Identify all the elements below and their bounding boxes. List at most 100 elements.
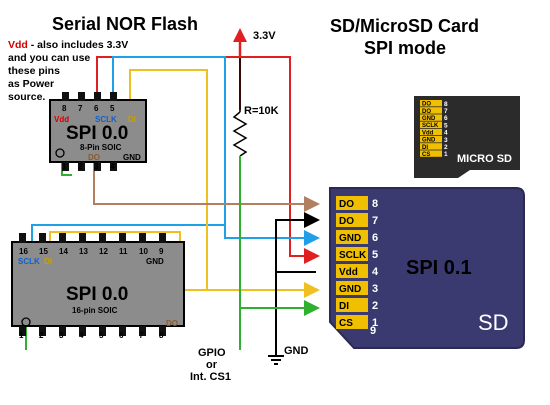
sd-pin-label: GND	[339, 233, 361, 244]
soic16-label-gnd: GND	[146, 257, 164, 266]
soic16-top-leg	[19, 233, 26, 243]
soic16-body	[11, 241, 185, 327]
soic16-bottom-leg	[119, 326, 126, 336]
soic16-subtitle: 16-pin SOIC	[72, 306, 118, 315]
note-line3: these pins	[8, 65, 60, 77]
microsd-pin-number: 8	[444, 101, 448, 108]
soic16-name: SPI 0.0	[66, 284, 128, 305]
soic16-top-leg	[159, 233, 166, 243]
soic16-bottom-leg	[79, 326, 86, 336]
soic16-bottom-pin-number: 4	[79, 331, 84, 340]
soic8-top-pin-number: 5	[110, 104, 115, 113]
soic16-bottom-pin-number: 1	[19, 331, 24, 340]
sclk-wire	[31, 56, 320, 246]
soic8-bottom-pin-number: 3	[94, 162, 99, 171]
soic8-top-leg	[110, 92, 117, 101]
svg-text:Vdd - also includes 3.3V: Vdd - also includes 3.3V	[8, 39, 128, 51]
soic16-bottom-pin-number: 5	[99, 331, 104, 340]
pullup-resistor: R=10K	[232, 58, 279, 157]
microsd-label: MICRO SD	[457, 153, 512, 165]
soic8-label-sclk: SCLK	[95, 115, 117, 124]
soic8-top-leg	[62, 92, 69, 101]
microsd-pin-label: CS	[422, 152, 430, 158]
soic16-bottom-pin-number: 6	[119, 331, 124, 340]
sd-pin-pad	[336, 264, 368, 278]
soic8-label-gnd: GND	[123, 153, 141, 162]
sd-card-title: SD/MicroSD Card	[330, 16, 479, 36]
soic16-top-pin-number: 16	[19, 247, 28, 256]
sd-pin-number: 8	[372, 198, 378, 210]
soic8-bottom-leg	[110, 162, 117, 171]
soic8-label-di: DI	[128, 115, 136, 124]
sd-pin-number: 2	[372, 300, 378, 312]
sd-pin-pad	[336, 230, 368, 244]
soic8-top-leg	[78, 92, 85, 101]
soic16-top-leg	[119, 233, 126, 243]
sd-pin-label: DO	[339, 216, 354, 227]
sd-pin-label: DI	[339, 301, 349, 312]
sd-pin-label: SCLK	[339, 250, 367, 261]
sd-logo: SD	[478, 310, 509, 335]
microsd-pin-number: 7	[444, 108, 448, 115]
sd-spi-name: SPI 0.1	[406, 257, 472, 279]
note-line5: source.	[8, 91, 45, 103]
microsd-pin-number: 2	[444, 144, 448, 151]
sd-body	[329, 187, 525, 349]
soic16-bottom-leg	[139, 326, 146, 336]
microsd-pin-number: 4	[444, 130, 448, 137]
microsd-pin-pad	[420, 121, 442, 128]
nor-flash-title: Serial NOR Flash	[52, 14, 198, 34]
soic8-name: SPI 0.0	[66, 123, 128, 144]
microsd-pin-label: SCLK	[422, 123, 439, 129]
microsd-pin-number: 1	[444, 151, 448, 158]
soic8-bottom-pin-number: 1	[62, 162, 67, 171]
sd-pin-label: CS	[339, 318, 353, 329]
di-wire	[49, 69, 320, 298]
spi-mode-title: SPI mode	[364, 38, 446, 58]
soic16-top-pin-number: 11	[119, 247, 128, 256]
microsd-pin-pad	[420, 100, 442, 107]
soic16-bottom-pin-number: 7	[139, 331, 144, 340]
soic16-bottom-leg	[19, 326, 26, 336]
soic8-label-vdd: Vdd	[54, 115, 69, 124]
microsd-pin-pad	[420, 136, 442, 143]
sd-pin-label: GND	[339, 284, 361, 295]
soic8-top-pin-number: 6	[94, 104, 99, 113]
gpio-line2: or	[206, 359, 218, 371]
sd-pin-pad	[336, 298, 368, 312]
soic16-bottom-leg	[39, 326, 46, 336]
soic16-top-pin-number: 14	[59, 247, 68, 256]
sd-pin-pad	[336, 247, 368, 261]
soic8-bottom-leg	[94, 162, 101, 171]
microsd-pin-pad	[420, 107, 442, 114]
microsd-pin-label: DO	[422, 102, 431, 108]
soic16-label-sclk: SCLK	[18, 257, 40, 266]
soic16-bottom-pin-number: 2	[39, 331, 44, 340]
soic16-top-leg	[139, 233, 146, 243]
soic16-top-pin-number: 13	[79, 247, 88, 256]
sd-pin-number: 6	[372, 232, 378, 244]
microsd-pin-pad	[420, 114, 442, 121]
soic16-top-leg	[39, 233, 46, 243]
soic16-bottom-pin-number: 8	[159, 331, 164, 340]
sd-pin-number: 3	[372, 283, 378, 295]
gnd-wire	[275, 212, 320, 356]
microsd-pin-number: 5	[444, 122, 448, 129]
microsd-pin-number: 3	[444, 137, 448, 144]
sd-pin-label: DO	[339, 199, 354, 210]
sd-pin-pad	[336, 281, 368, 295]
note-vdd-word: Vdd	[8, 39, 28, 51]
power-3v3-label: 3.3V	[253, 30, 276, 42]
soic16-top-leg	[79, 233, 86, 243]
soic8-top-pin-number: 8	[62, 104, 67, 113]
gnd-label: GND	[284, 345, 309, 357]
microsd-pin-number: 6	[444, 115, 448, 122]
soic16-pin1-dot	[21, 317, 31, 327]
soic16-top-leg	[59, 233, 66, 243]
